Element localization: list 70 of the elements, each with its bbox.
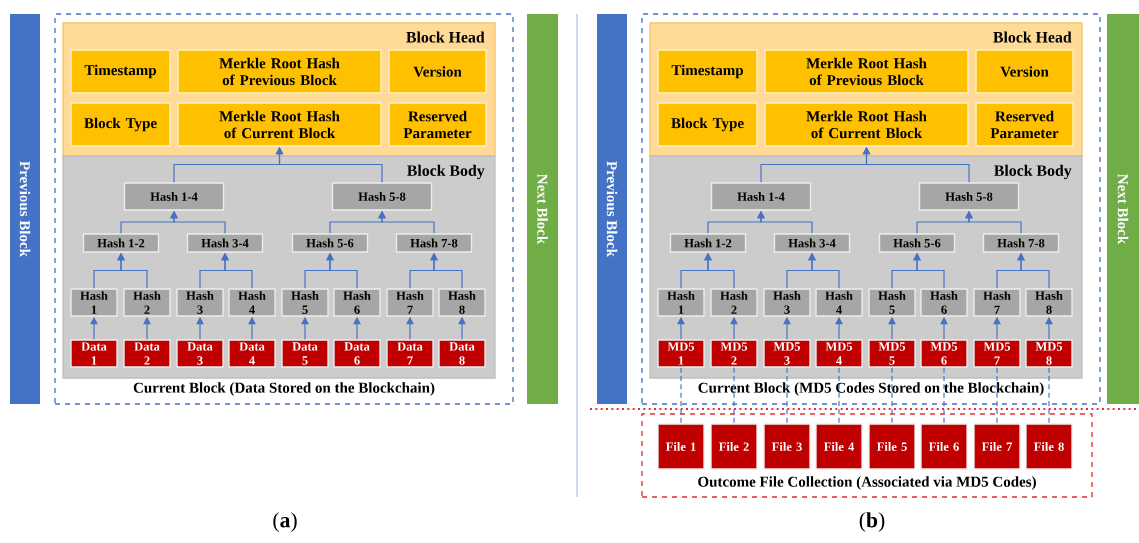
hash-box: Hash 3: [763, 288, 811, 317]
header-field-box: Merkle Root Hash of Current Block: [764, 102, 969, 147]
header-field-box: Timestamp: [70, 49, 171, 94]
data-box: Data 5: [281, 339, 329, 368]
file-box: File 7: [973, 423, 1021, 470]
data-box: Data 4: [228, 339, 276, 368]
hash-box: Hash 3: [176, 288, 224, 317]
hash-box: Hash 4: [228, 288, 276, 317]
md5-box: MD5 7: [973, 339, 1021, 368]
hash-box: Hash 7-8: [982, 233, 1060, 253]
header-field-box: Reserved Parameter: [975, 102, 1074, 147]
hash-box: Hash 1-4: [123, 182, 225, 211]
panel-label: (a): [273, 512, 297, 532]
hash-box: Hash 7-8: [395, 233, 473, 253]
header-field-box: Version: [975, 49, 1074, 94]
md5-box: MD5 5: [868, 339, 916, 368]
hash-box: Hash 1-4: [710, 182, 812, 211]
hash-box: Hash 5-6: [878, 233, 956, 253]
hash-box: Hash 5-6: [291, 233, 369, 253]
header-field-box: Merkle Root Hash of Previous Block: [177, 49, 382, 94]
file-box: File 3: [763, 423, 811, 470]
data-box: Data 8: [438, 339, 486, 368]
data-box: Data 1: [70, 339, 118, 368]
previous-block-bar: Previous Block: [10, 14, 40, 404]
hash-box: Hash 3-4: [186, 233, 264, 253]
previous-block-bar: Previous Block: [597, 14, 627, 404]
hash-box: Hash 7: [386, 288, 434, 317]
data-box: Data 2: [123, 339, 171, 368]
hash-box: Hash 6: [333, 288, 381, 317]
file-box: File 5: [868, 423, 916, 470]
md5-box: MD5 1: [657, 339, 705, 368]
md5-box: MD5 8: [1025, 339, 1073, 368]
header-field-box: Block Type: [70, 102, 171, 147]
hash-box: Hash 2: [710, 288, 758, 317]
next-block-bar: Next Block: [1107, 14, 1139, 404]
data-box: Data 3: [176, 339, 224, 368]
file-box: File 6: [920, 423, 968, 470]
md5-box: MD5 6: [920, 339, 968, 368]
header-field-box: Block Type: [657, 102, 758, 147]
data-box: Data 7: [386, 339, 434, 368]
hash-box: Hash 4: [815, 288, 863, 317]
hash-box: Hash 5: [281, 288, 329, 317]
hash-box: Hash 7: [973, 288, 1021, 317]
md5-box: MD5 3: [763, 339, 811, 368]
file-box: File 1: [657, 423, 705, 470]
header-field-box: Reserved Parameter: [388, 102, 487, 147]
hash-box: Hash 8: [438, 288, 486, 317]
hash-box: Hash 1-2: [82, 233, 160, 253]
data-box: Data 6: [333, 339, 381, 368]
hash-box: Hash 1: [70, 288, 118, 317]
hash-box: Hash 5: [868, 288, 916, 317]
hash-box: Hash 2: [123, 288, 171, 317]
header-field-box: Version: [388, 49, 487, 94]
panel-label: (b): [859, 512, 885, 532]
file-box: File 8: [1025, 423, 1073, 470]
md5-box: MD5 2: [710, 339, 758, 368]
hash-box: Hash 1: [657, 288, 705, 317]
header-field-box: Merkle Root Hash of Current Block: [177, 102, 382, 147]
hash-box: Hash 5-8: [331, 182, 433, 211]
hash-box: Hash 1-2: [669, 233, 747, 253]
file-box: File 2: [710, 423, 758, 470]
hash-box: Hash 6: [920, 288, 968, 317]
md5-box: MD5 4: [815, 339, 863, 368]
file-box: File 4: [815, 423, 863, 470]
hash-box: Hash 8: [1025, 288, 1073, 317]
hash-box: Hash 3-4: [773, 233, 851, 253]
hash-box: Hash 5-8: [918, 182, 1020, 211]
next-block-bar: Next Block: [527, 14, 558, 404]
header-field-box: Timestamp: [657, 49, 758, 94]
header-field-box: Merkle Root Hash of Previous Block: [764, 49, 969, 94]
